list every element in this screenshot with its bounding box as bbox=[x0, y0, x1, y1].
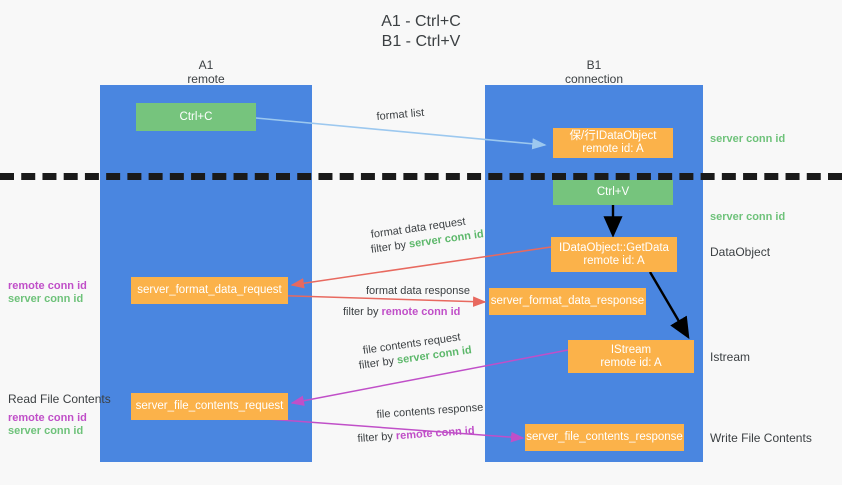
flow-filter-file-contents-response: filter by remote conn id bbox=[357, 424, 475, 447]
box-istream-label: IStream bbox=[610, 343, 652, 356]
box-idataobject[interactable]: 保/行IDataObject remote id: A bbox=[553, 128, 673, 158]
box-istream-sub: remote id: A bbox=[600, 356, 662, 369]
box-server-format-data-response[interactable]: server_format_data_response bbox=[489, 288, 646, 315]
box-getdata-label: IDataObject::GetData bbox=[559, 241, 669, 254]
flow-label-format-data-response: format data response bbox=[366, 284, 470, 299]
page-title-line1: A1 - Ctrl+C bbox=[381, 13, 461, 30]
box-server-file-contents-request[interactable]: server_file_contents_request bbox=[131, 393, 288, 420]
flow-label-file-contents-response: file contents response bbox=[376, 401, 484, 423]
lane-a1-sub: remote bbox=[187, 72, 225, 86]
label-remote-conn-id-mid: remote conn id bbox=[8, 280, 87, 292]
flow-filter-prefix-1: filter by bbox=[370, 238, 410, 256]
label-server-conn-id-left-bottom: server conn id bbox=[8, 425, 84, 437]
phase-divider bbox=[0, 173, 842, 180]
label-istream: Istream bbox=[710, 350, 751, 364]
lane-a1-name: A1 bbox=[198, 58, 214, 72]
box-ctrl-v[interactable]: Ctrl+V bbox=[553, 180, 673, 205]
box-idataobject-sub: remote id: A bbox=[582, 143, 644, 155]
flow-filter-prefix-4: filter by bbox=[357, 430, 397, 445]
flow-filter-value-4: remote conn id bbox=[395, 424, 475, 443]
label-write-file-contents: Write File Contents bbox=[710, 431, 812, 445]
page-title-line2: B1 - Ctrl+V bbox=[381, 33, 461, 50]
label-server-conn-id-mid: server conn id bbox=[710, 211, 786, 223]
flow-filter-value-2: remote conn id bbox=[381, 306, 461, 318]
flow-filter-prefix-3: filter by bbox=[358, 354, 398, 372]
box-idataobject-getdata[interactable]: IDataObject::GetData remote id: A bbox=[551, 237, 677, 272]
box-idataobject-label: 保/行IDataObject bbox=[569, 130, 657, 142]
lane-b1-name: B1 bbox=[586, 58, 602, 72]
label-dataobject: DataObject bbox=[710, 245, 771, 259]
lane-header-b1: B1 connection bbox=[485, 58, 703, 86]
label-server-conn-id-top: server conn id bbox=[710, 133, 786, 145]
lane-b1-sub: connection bbox=[564, 72, 624, 86]
flow-filter-prefix-2: filter by bbox=[343, 306, 382, 318]
box-getdata-sub: remote id: A bbox=[583, 254, 645, 267]
box-istream[interactable]: IStream remote id: A bbox=[568, 340, 694, 373]
box-ctrl-c[interactable]: Ctrl+C bbox=[136, 103, 256, 131]
box-server-file-contents-response[interactable]: server_file_contents_response bbox=[525, 424, 684, 451]
label-read-file-contents: Read File Contents bbox=[8, 392, 111, 406]
flow-format-data-response-name: format data response bbox=[366, 285, 470, 297]
label-server-conn-id-left-mid: server conn id bbox=[8, 293, 84, 305]
label-remote-conn-id-bottom: remote conn id bbox=[8, 412, 87, 424]
box-server-format-data-request[interactable]: server_format_data_request bbox=[131, 277, 288, 304]
flow-file-contents-response-name: file contents response bbox=[376, 401, 484, 421]
lane-header-a1: A1 remote bbox=[100, 58, 312, 86]
flow-label-format-list: format list bbox=[376, 106, 425, 123]
flow-filter-format-data-response: filter by remote conn id bbox=[343, 305, 460, 320]
